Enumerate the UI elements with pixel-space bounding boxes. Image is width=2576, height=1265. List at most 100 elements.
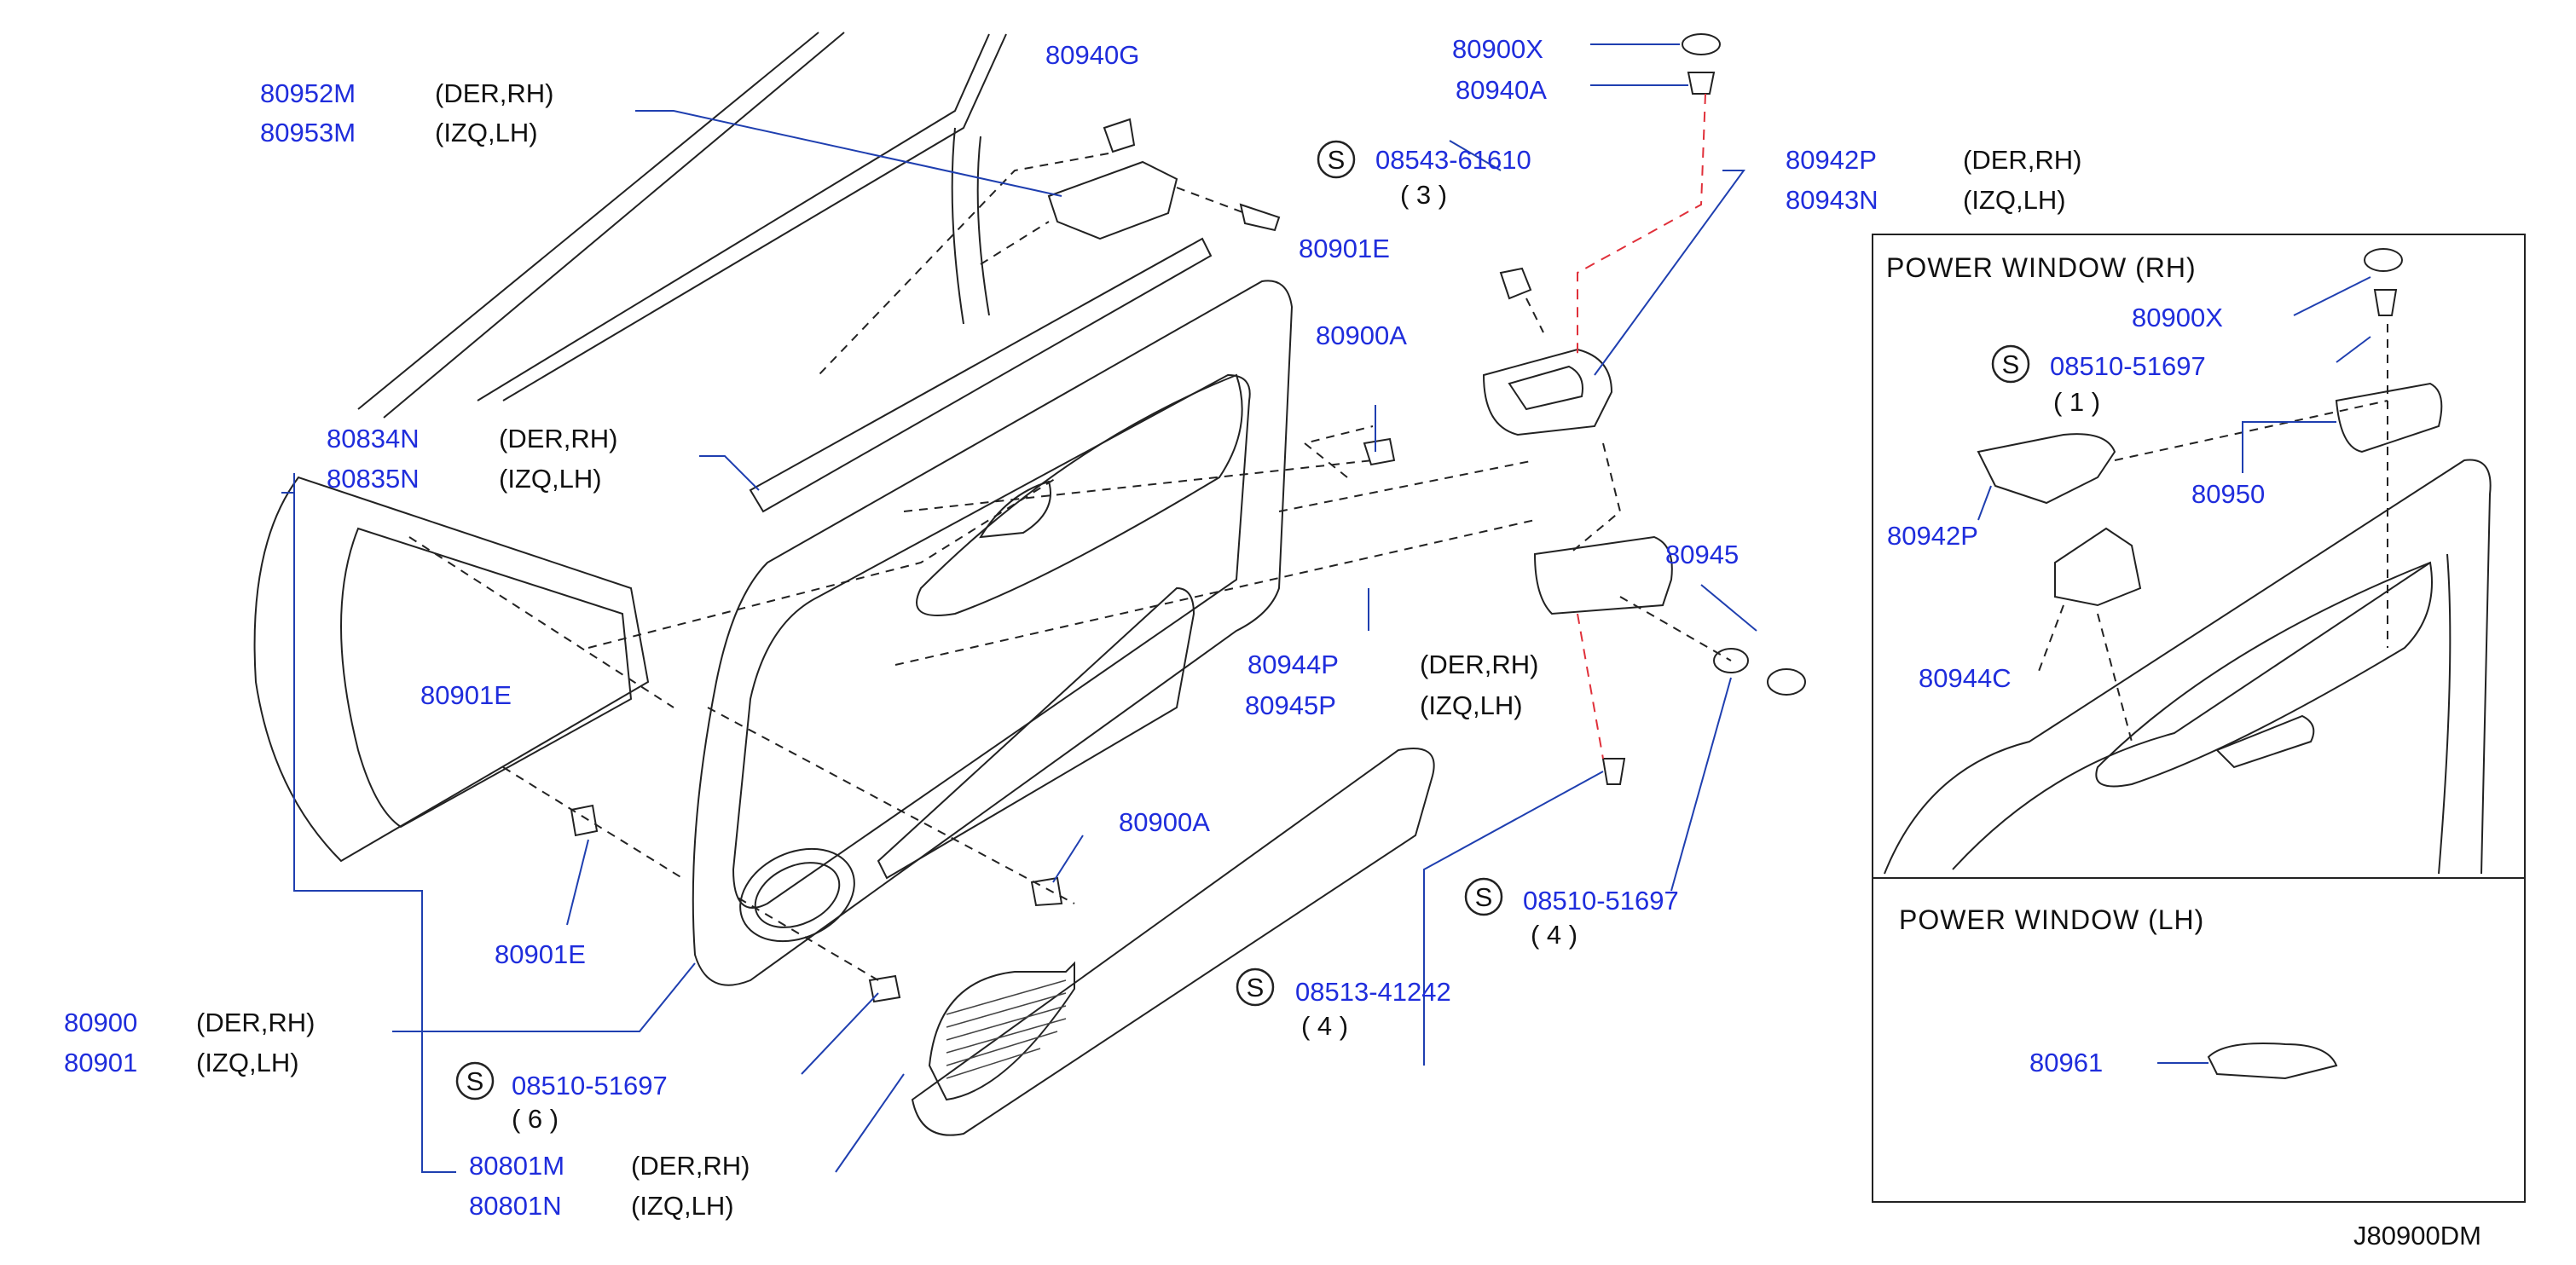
inset-lh-title: POWER WINDOW (LH) — [1899, 904, 2204, 935]
line-drawing — [253, 32, 1806, 1173]
part-variant: (IZQ,LH) — [499, 464, 602, 494]
clip-80940A — [1687, 72, 1716, 95]
part-number[interactable]: 80945 — [1665, 540, 1739, 569]
rh-door-panel — [1884, 459, 2492, 875]
door-trim-inner — [732, 373, 1251, 909]
window-frame — [357, 32, 1007, 419]
part-number[interactable]: 08513-41242 — [1295, 977, 1451, 1007]
part-variant: (DER,RH) — [499, 424, 618, 453]
screw-symbol-letter: S — [1247, 973, 1265, 1002]
part-number[interactable]: 80944C — [1919, 663, 2012, 693]
part-number[interactable]: 08543-61610 — [1375, 145, 1531, 175]
part-number[interactable]: 80900A — [1316, 321, 1407, 350]
part-number[interactable]: 80942P — [1786, 145, 1877, 175]
part-number[interactable]: 80901 — [64, 1048, 137, 1077]
part-number[interactable]: 80901E — [420, 680, 512, 710]
screw-08543 — [1239, 203, 1281, 232]
screw-symbols: S S S S S — [455, 140, 2030, 1100]
part-quantity: ( 4 ) — [1301, 1011, 1348, 1041]
part-quantity: ( 1 ) — [2053, 387, 2100, 417]
part-number[interactable]: 80950 — [2191, 479, 2265, 509]
part-number[interactable]: 80943N — [1786, 185, 1878, 215]
screw-symbol — [1991, 344, 2030, 384]
clip-80945 — [1713, 648, 1749, 673]
clip-80900A-lower — [1030, 876, 1063, 907]
part-variant: (IZQ,LH) — [435, 118, 538, 147]
lower-trim — [911, 748, 1435, 1136]
rh-switch-base — [2054, 527, 2142, 607]
part-number[interactable]: 80944P — [1247, 650, 1339, 679]
part-number[interactable]: 80801M — [469, 1151, 564, 1181]
rh-cap — [2364, 248, 2403, 272]
part-quantity: ( 3 ) — [1400, 180, 1447, 210]
inset-rh-title: POWER WINDOW (RH) — [1886, 252, 2197, 283]
part-number[interactable]: 08510-51697 — [1523, 886, 1679, 916]
assembly-lines — [408, 153, 1732, 981]
part-number[interactable]: 80940G — [1045, 40, 1139, 70]
switch-bezel-inner — [1508, 365, 1583, 411]
part-number[interactable]: 80945P — [1245, 690, 1336, 720]
inset-frame — [1872, 234, 2526, 1203]
clip-80940G — [1103, 118, 1136, 153]
part-variant: (DER,RH) — [1963, 145, 2082, 175]
part-number[interactable]: 80901E — [1299, 234, 1390, 263]
clip-80900A-upper — [1363, 437, 1396, 466]
part-number[interactable]: 80835N — [327, 464, 420, 494]
screw-08510 — [1601, 758, 1626, 785]
grill-slats — [946, 979, 1067, 1079]
switch-bezel — [1482, 348, 1613, 436]
part-number[interactable]: 80961 — [2029, 1048, 2103, 1077]
screw-symbol — [1317, 140, 1356, 179]
screw-08513 — [868, 974, 901, 1003]
switch-housing — [1533, 535, 1673, 615]
grill-frame — [928, 961, 1075, 1101]
part-variant: (DER,RH) — [435, 78, 554, 108]
part-number[interactable]: 80900X — [2132, 303, 2223, 332]
part-labels: 80952M (DER,RH) 80953M (IZQ,LH) 80940G 0… — [64, 34, 2265, 1221]
lower-pocket — [877, 586, 1195, 880]
part-number[interactable]: 80801N — [469, 1191, 562, 1221]
mirror-bracket — [1047, 160, 1178, 240]
screw-symbol — [1236, 968, 1275, 1007]
part-number[interactable]: 80900X — [1452, 34, 1543, 64]
rh-switch-bezel — [2335, 382, 2443, 453]
part-number[interactable]: 08510-51697 — [512, 1071, 668, 1100]
part-number[interactable]: 80942P — [1887, 521, 1978, 551]
assembly-line-red — [1577, 93, 1706, 760]
part-number[interactable]: 80834N — [327, 424, 420, 453]
screw-symbol-letter: S — [466, 1066, 484, 1096]
part-quantity: ( 4 ) — [1531, 920, 1577, 950]
rh-finisher — [1977, 433, 2116, 505]
screw-symbol — [1464, 877, 1503, 916]
part-number[interactable]: 80900A — [1119, 807, 1210, 837]
part-number[interactable]: 80952M — [260, 78, 356, 108]
cap-80945 — [1767, 668, 1806, 696]
diagram-code: J80900DM — [2353, 1221, 2481, 1251]
clip-80901E-upper — [1499, 267, 1532, 300]
door-shell — [253, 476, 650, 863]
leader-lines — [281, 43, 1757, 1173]
part-variant: (IZQ,LH) — [631, 1191, 734, 1221]
door-inner-edge — [951, 127, 990, 325]
part-variant: (DER,RH) — [196, 1008, 315, 1037]
weatherstrip — [749, 237, 1213, 513]
screw-symbol-letter: S — [1328, 145, 1346, 175]
part-number[interactable]: 80953M — [260, 118, 356, 147]
speaker-opening-inner — [754, 862, 841, 928]
part-variant: (DER,RH) — [631, 1151, 750, 1181]
rh-switch-slot — [2215, 714, 2315, 769]
part-variant: (DER,RH) — [1420, 650, 1539, 679]
screw-symbol-letter: S — [1475, 882, 1493, 912]
rh-clip — [2373, 289, 2398, 316]
part-number[interactable]: 80900 — [64, 1008, 137, 1037]
speaker-opening — [739, 847, 855, 943]
part-number[interactable]: 80940A — [1456, 75, 1547, 105]
part-number[interactable]: 80901E — [495, 939, 586, 969]
rh-assembly-lines — [2037, 324, 2388, 742]
part-number[interactable]: 08510-51697 — [2050, 351, 2206, 381]
screw-symbol-letter: S — [2002, 349, 2020, 379]
part-variant: (IZQ,LH) — [1963, 185, 2066, 215]
armrest-pocket — [916, 373, 1243, 616]
rh-leader-lines — [1977, 276, 2371, 521]
